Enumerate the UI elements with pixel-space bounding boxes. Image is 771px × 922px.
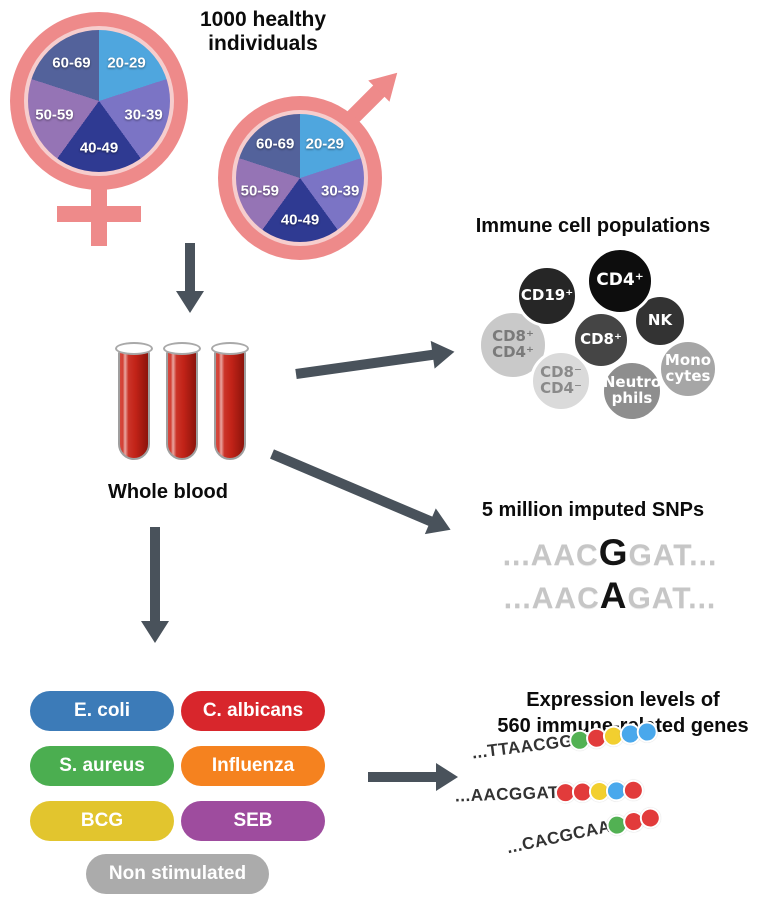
arrow-shaft bbox=[150, 527, 160, 625]
female-symbol-ring: 20-29 30-39 40-49 50-59 60-69 bbox=[10, 12, 188, 190]
snp-seq-prefix: ...AAC bbox=[503, 582, 600, 615]
snp-seq-prefix: ...AAC bbox=[502, 539, 599, 572]
cell-population-neutro-phils: Neutro phils bbox=[601, 360, 663, 422]
cell-population-mono-cytes: Mono cytes bbox=[658, 339, 718, 399]
gene-sequence-text: ...AACGGAT bbox=[454, 782, 560, 806]
gene-sequence-row: ...AACGGAT bbox=[454, 779, 645, 807]
blood-tube-icon bbox=[115, 342, 153, 460]
arrow-head-icon bbox=[176, 291, 204, 313]
age-group-label-20-29: 20-29 bbox=[305, 135, 344, 153]
age-group-label-20-29: 20-29 bbox=[107, 54, 146, 72]
whole-blood-label: Whole blood bbox=[108, 481, 228, 503]
expression-dot-red bbox=[622, 779, 645, 802]
stimulus-pill-non-stimulated: Non stimulated bbox=[86, 854, 269, 894]
snp-seq-suffix: GAT... bbox=[628, 539, 718, 572]
gene-sequence-text: ...CACGCAA bbox=[504, 816, 613, 858]
snp-sequence-row: ...AACGGAT... bbox=[465, 533, 755, 576]
stimulus-pill-influenza: Influenza bbox=[181, 746, 325, 786]
stimulus-pill-c-albicans: C. albicans bbox=[181, 691, 325, 731]
age-group-label-60-69: 60-69 bbox=[255, 135, 295, 153]
cohort-title: 1000 healthy individuals bbox=[199, 8, 327, 56]
cell-population-cd4: CD4⁺ bbox=[586, 247, 654, 315]
arrow-shaft bbox=[185, 243, 195, 295]
female-age-pie-chart: 20-29 30-39 40-49 50-59 60-69 bbox=[24, 26, 174, 176]
blood-tubes-group bbox=[115, 340, 268, 465]
age-group-label-30-39: 30-39 bbox=[124, 106, 163, 124]
tube-rim bbox=[211, 342, 249, 355]
snps-heading: 5 million imputed SNPs bbox=[481, 499, 705, 521]
gene-sequence-row: ...CACGCAA bbox=[504, 805, 663, 859]
arrow-shaft bbox=[270, 449, 436, 528]
arrow-head-icon bbox=[141, 621, 169, 643]
immune-cells-heading: Immune cell populations bbox=[475, 215, 711, 237]
arrow-blood-to-snps bbox=[270, 449, 457, 543]
blood-tube-icon bbox=[211, 342, 249, 460]
tube-rim bbox=[115, 342, 153, 355]
snp-seq-suffix: GAT... bbox=[627, 582, 717, 615]
blood-tube-icon bbox=[163, 342, 201, 460]
age-group-label-30-39: 30-39 bbox=[320, 182, 360, 200]
arrow-shaft bbox=[295, 349, 438, 379]
snp-sequences-block: ...AACGGAT......AACAGAT... bbox=[465, 533, 755, 619]
age-group-label-40-49: 40-49 bbox=[280, 211, 320, 229]
stimulus-pill-e-coli: E. coli bbox=[30, 691, 174, 731]
age-group-label-40-49: 40-49 bbox=[79, 139, 119, 157]
stimulus-pill-bcg: BCG bbox=[30, 801, 174, 841]
arrow-head-icon bbox=[430, 337, 457, 369]
stimulus-pill-seb: SEB bbox=[181, 801, 325, 841]
arrow-head-icon bbox=[424, 508, 457, 543]
snp-variant-allele: G bbox=[598, 532, 629, 573]
age-group-label-50-59: 50-59 bbox=[240, 182, 279, 200]
cell-population-cd8-cd4: CD8⁻ CD4⁻ bbox=[530, 350, 592, 412]
age-group-label-60-69: 60-69 bbox=[52, 54, 91, 72]
snp-sequence-row: ...AACAGAT... bbox=[465, 576, 755, 619]
age-group-label-50-59: 50-59 bbox=[35, 106, 74, 124]
stimulus-pill-s-aureus: S. aureus bbox=[30, 746, 174, 786]
female-symbol-crossbar bbox=[57, 206, 141, 222]
male-symbol-arrow-icon bbox=[346, 62, 408, 124]
arrow-head-icon bbox=[436, 763, 458, 791]
arrow-blood-to-cells bbox=[295, 337, 457, 379]
cell-population-cd19: CD19⁺ bbox=[516, 265, 578, 327]
arrow-shaft bbox=[368, 772, 440, 782]
snp-variant-allele: A bbox=[599, 575, 628, 616]
tube-rim bbox=[163, 342, 201, 355]
